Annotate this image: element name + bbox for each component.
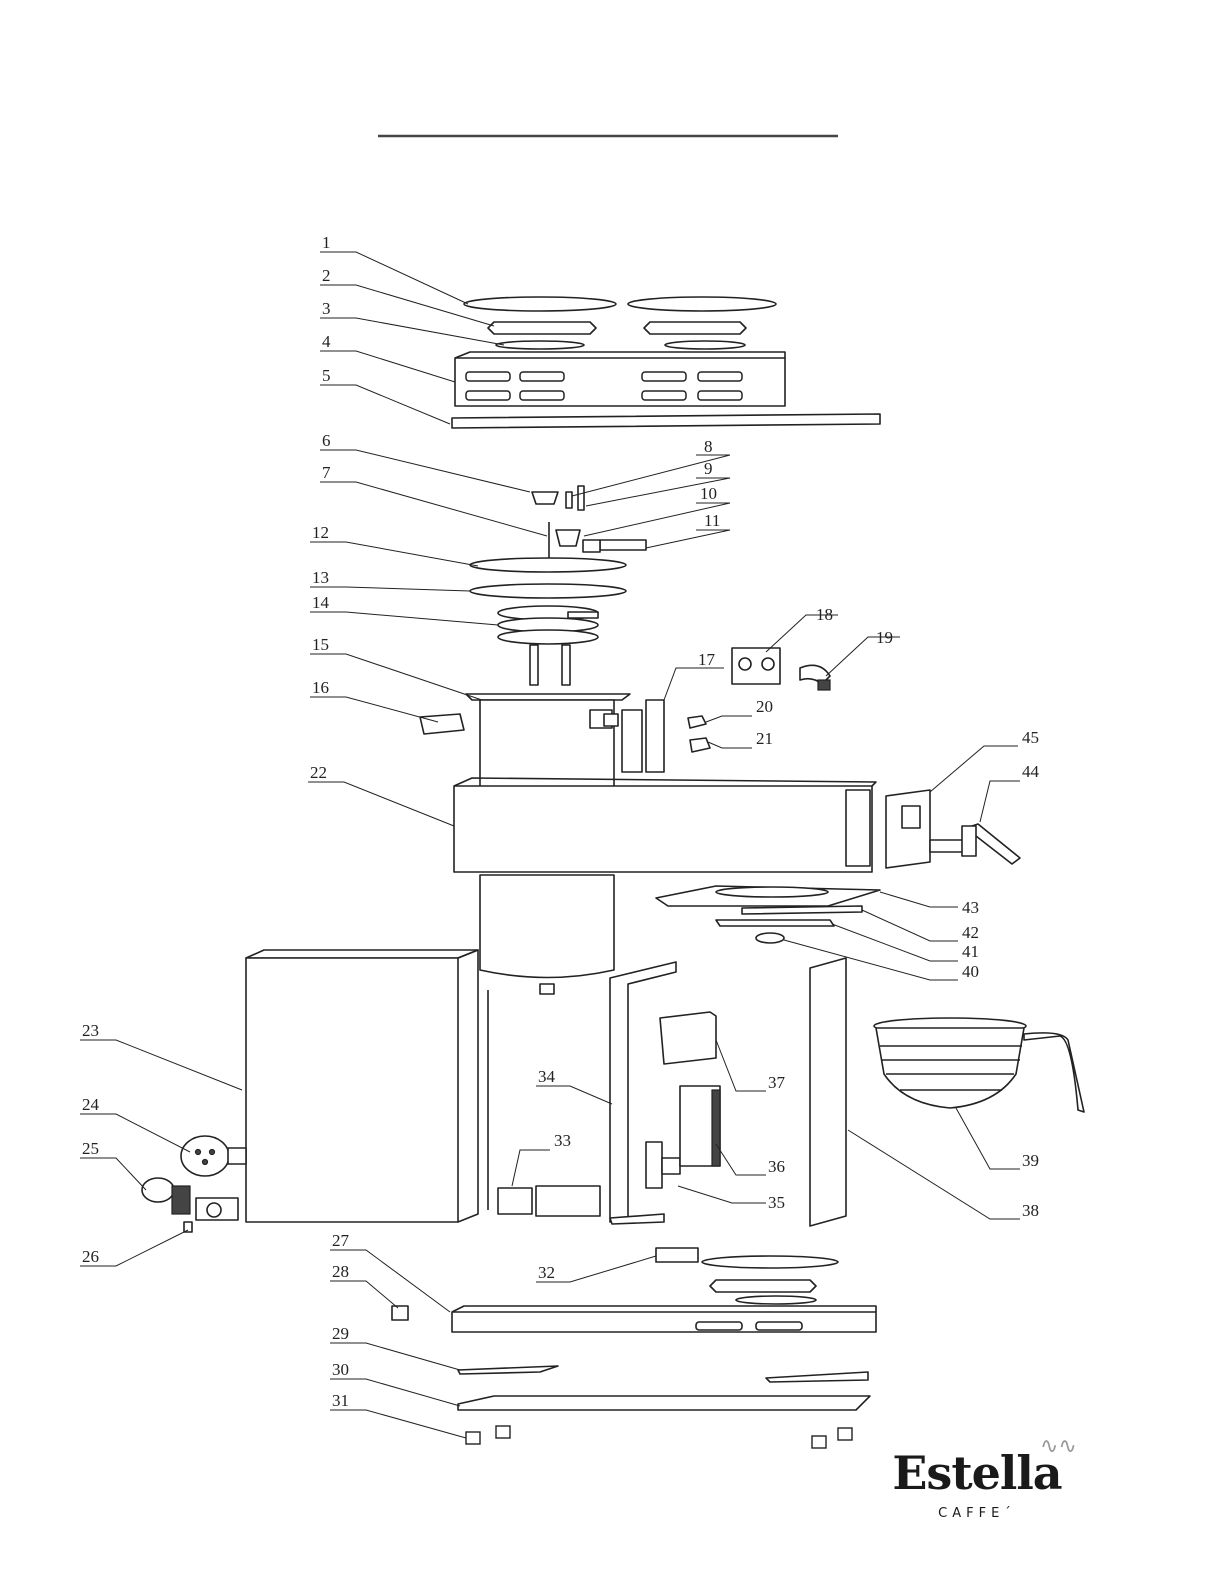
callout-6: 6 [322, 431, 331, 450]
callout-3: 3 [322, 299, 331, 318]
callout-4: 4 [322, 332, 331, 351]
callout-39: 39 [1022, 1151, 1039, 1170]
callout-44: 44 [1022, 762, 1040, 781]
base-assembly [392, 1248, 876, 1448]
callout-13: 13 [312, 568, 329, 587]
side-panel-38 [810, 958, 846, 1226]
callout-38: 38 [1022, 1201, 1039, 1220]
callout-27: 27 [332, 1231, 350, 1250]
brand-logo: Estella CAFFE´ [872, 1430, 1082, 1550]
callout-17: 17 [698, 650, 716, 669]
faceplate-and-faucet [886, 790, 1020, 868]
callout-21: 21 [756, 729, 773, 748]
callout-9: 9 [704, 459, 713, 478]
callout-14: 14 [312, 593, 330, 612]
switch-bracket-17 [622, 700, 664, 772]
callout-37: 37 [768, 1073, 786, 1092]
side-panel-23 [246, 950, 488, 1222]
warmer-plate-parts [656, 886, 880, 943]
switch-box-33 [498, 1186, 600, 1216]
callout-18: 18 [816, 605, 833, 624]
decanter-39 [874, 1018, 1084, 1112]
callout-26: 26 [82, 1247, 99, 1266]
callout-34: 34 [538, 1067, 556, 1086]
callout-1: 1 [322, 233, 331, 252]
bracket-16 [420, 714, 464, 734]
callout-35: 35 [768, 1193, 785, 1212]
callout-2: 2 [322, 266, 331, 285]
callout-24: 24 [82, 1095, 100, 1114]
callout-36: 36 [768, 1157, 785, 1176]
main-housing [454, 778, 876, 872]
callout-11: 11 [704, 511, 720, 530]
top-cover-assembly [452, 297, 880, 428]
callout-30: 30 [332, 1360, 349, 1379]
callout-29: 29 [332, 1324, 349, 1343]
callout-22: 22 [310, 763, 327, 782]
callout-41: 41 [962, 942, 979, 961]
callout-42: 42 [962, 923, 979, 942]
callout-19: 19 [876, 628, 893, 647]
callout-45: 45 [1022, 728, 1039, 747]
callout-33: 33 [554, 1131, 571, 1150]
callout-20: 20 [756, 697, 773, 716]
callout-8: 8 [704, 437, 713, 456]
callout-12: 12 [312, 523, 329, 542]
callout-43: 43 [962, 898, 979, 917]
callout-15: 15 [312, 635, 329, 654]
callout-31: 31 [332, 1391, 349, 1410]
callout-32: 32 [538, 1263, 555, 1282]
callout-16: 16 [312, 678, 329, 697]
brand-name: Estella [872, 1448, 1082, 1498]
control-components [646, 1012, 720, 1188]
callout-10: 10 [700, 484, 717, 503]
callout-7: 7 [322, 463, 331, 482]
callout-5: 5 [322, 366, 331, 385]
control-bracket-34 [610, 962, 676, 1224]
plug-and-valve [142, 1136, 246, 1232]
callout-40: 40 [962, 962, 979, 981]
callout-23: 23 [82, 1021, 99, 1040]
callout-25: 25 [82, 1139, 99, 1158]
brand-subtitle: CAFFE´ [872, 1506, 1082, 1521]
gaskets-and-heating-coil [470, 558, 626, 685]
callout-28: 28 [332, 1262, 349, 1281]
